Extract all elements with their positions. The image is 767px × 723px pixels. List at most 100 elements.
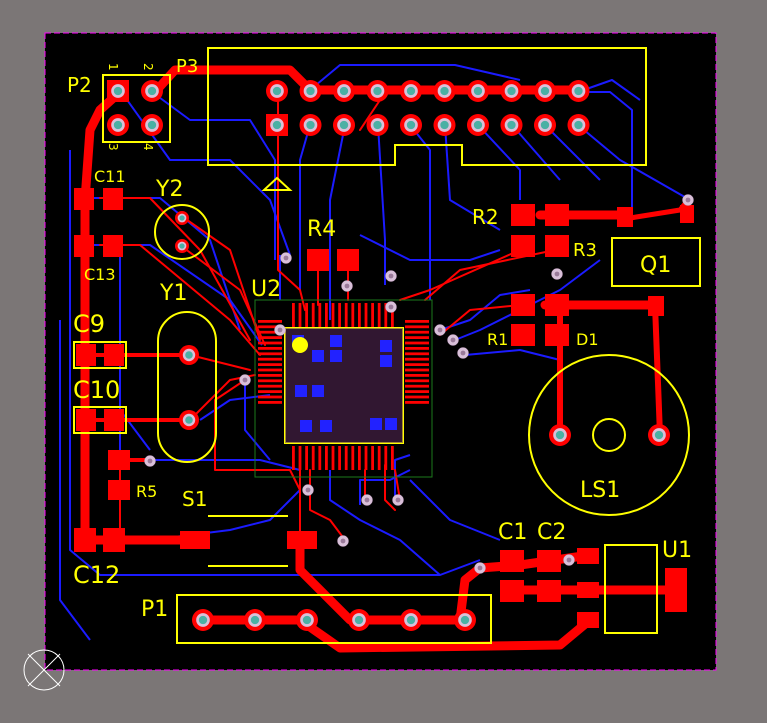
- designator-r4: R4: [307, 217, 336, 242]
- r5-pad-1: [108, 450, 130, 470]
- u2-pin-right: [405, 347, 429, 350]
- p2-pin-drill: [113, 86, 123, 96]
- designator-u1: U1: [662, 538, 692, 563]
- u1-tab: [665, 568, 687, 612]
- c11-pad-2: [103, 188, 123, 210]
- u2-bpad: [330, 350, 342, 362]
- u1-pad-1: [577, 548, 599, 564]
- p3-pin-drill: [574, 120, 583, 130]
- via-drill: [566, 557, 572, 563]
- designator-c2: C2: [537, 520, 566, 545]
- u2-pin1-marker: [292, 337, 308, 353]
- u2-pin-right: [405, 390, 429, 393]
- p1-pin-drill: [460, 615, 470, 625]
- c10-pad-1: [76, 409, 96, 431]
- designator-p2: P2: [67, 73, 92, 97]
- ls1-center: [592, 418, 626, 452]
- p3-pin-drill: [339, 86, 349, 96]
- u2-pin-left: [258, 325, 282, 329]
- via-drill: [283, 255, 289, 261]
- origin-crosshair-icon: [23, 649, 65, 691]
- u2-pin-top: [371, 303, 374, 327]
- u2-pin-right: [405, 395, 429, 399]
- designator-s1: S1: [182, 487, 207, 511]
- designator-c10: C10: [73, 376, 120, 404]
- u2-pin-left: [258, 379, 282, 383]
- p2-pin-1: 1: [106, 63, 120, 71]
- via-drill: [460, 350, 466, 356]
- u2-pin-right: [405, 336, 429, 339]
- designator-ls1: LS1: [580, 478, 620, 503]
- bottom-copper-traces: [59, 64, 691, 641]
- u2-bpad: [330, 335, 342, 347]
- p1-outline: [176, 594, 492, 644]
- u2-pin-left: [258, 330, 282, 334]
- s1-pad-2: [287, 531, 317, 549]
- u2-bpad: [312, 350, 324, 362]
- u2-pin-bottom: [344, 446, 348, 470]
- via-drill: [685, 197, 691, 203]
- vias: [144, 194, 694, 574]
- designator-y1: Y1: [159, 281, 187, 306]
- via-drill: [147, 458, 153, 464]
- r3-pad-2: [545, 235, 569, 257]
- u2-pin-bottom: [351, 446, 355, 470]
- p3-pin-drill: [540, 86, 550, 96]
- u2-pin-bottom: [298, 446, 302, 470]
- u2-pin-bottom: [377, 446, 381, 470]
- u2-pin-right: [405, 325, 429, 329]
- c9-pad-2: [104, 344, 124, 366]
- p3-pin-drill: [306, 86, 315, 96]
- u2-pin-right: [405, 357, 429, 361]
- u1-pad-2: [577, 582, 599, 598]
- designator-r1: R1: [487, 330, 508, 349]
- u2-pin-bottom: [305, 446, 308, 470]
- designator-d1: D1: [576, 330, 599, 349]
- through-hole-pads: [107, 80, 670, 631]
- c9-outline: [73, 341, 127, 369]
- u2-pin-left: [258, 320, 282, 323]
- c10-outline: [73, 406, 127, 434]
- u2-pin-left: [258, 384, 282, 388]
- p3-pin-drill: [339, 120, 349, 130]
- u2-pin-bottom: [358, 446, 361, 470]
- r5-pad-2: [108, 480, 130, 500]
- u2-pin-right: [405, 363, 429, 366]
- u2-bpad: [380, 355, 392, 367]
- u2-pin-top: [325, 303, 328, 327]
- p3-pin-drill: [306, 120, 315, 130]
- u2-pin-left: [258, 368, 282, 372]
- u2-pin-right: [405, 374, 429, 377]
- u2-pin-bottom: [371, 446, 374, 470]
- designator-r2: R2: [472, 205, 499, 229]
- s1-pad-1: [180, 531, 210, 549]
- u2-pin-left: [258, 401, 282, 404]
- via-drill: [305, 487, 311, 493]
- c2-pad-1: [537, 550, 561, 572]
- designator-c13: C13: [84, 265, 116, 284]
- u2-pin-right: [405, 330, 429, 334]
- u2-pin-right: [405, 352, 429, 356]
- u2-pin-right: [405, 379, 429, 383]
- c13-pad-2: [103, 235, 123, 257]
- u2-pin-top: [344, 303, 348, 327]
- designator-c12: C12: [73, 561, 120, 589]
- ls1-pin-drill: [555, 430, 565, 440]
- smd-pads: [74, 188, 694, 628]
- p2-pin-drill: [113, 120, 123, 130]
- d1-pad-2: [545, 324, 569, 346]
- p3-pin1-marker: [261, 176, 293, 191]
- r1-pad-2: [545, 294, 569, 316]
- u2-pin-left: [258, 347, 282, 350]
- u2-pin-top: [338, 303, 341, 327]
- p3-pin-drill: [473, 86, 483, 96]
- u2-bpad: [295, 385, 307, 397]
- u2-pin-bottom: [292, 446, 295, 470]
- p2-pin-2: 2: [141, 63, 155, 71]
- u2-pin-top: [305, 303, 308, 327]
- u2-pin-bottom: [325, 446, 328, 470]
- designator-c11: C11: [94, 167, 126, 186]
- via-drill: [277, 327, 283, 333]
- u2-pin-bottom: [364, 446, 368, 470]
- via-drill: [395, 497, 401, 503]
